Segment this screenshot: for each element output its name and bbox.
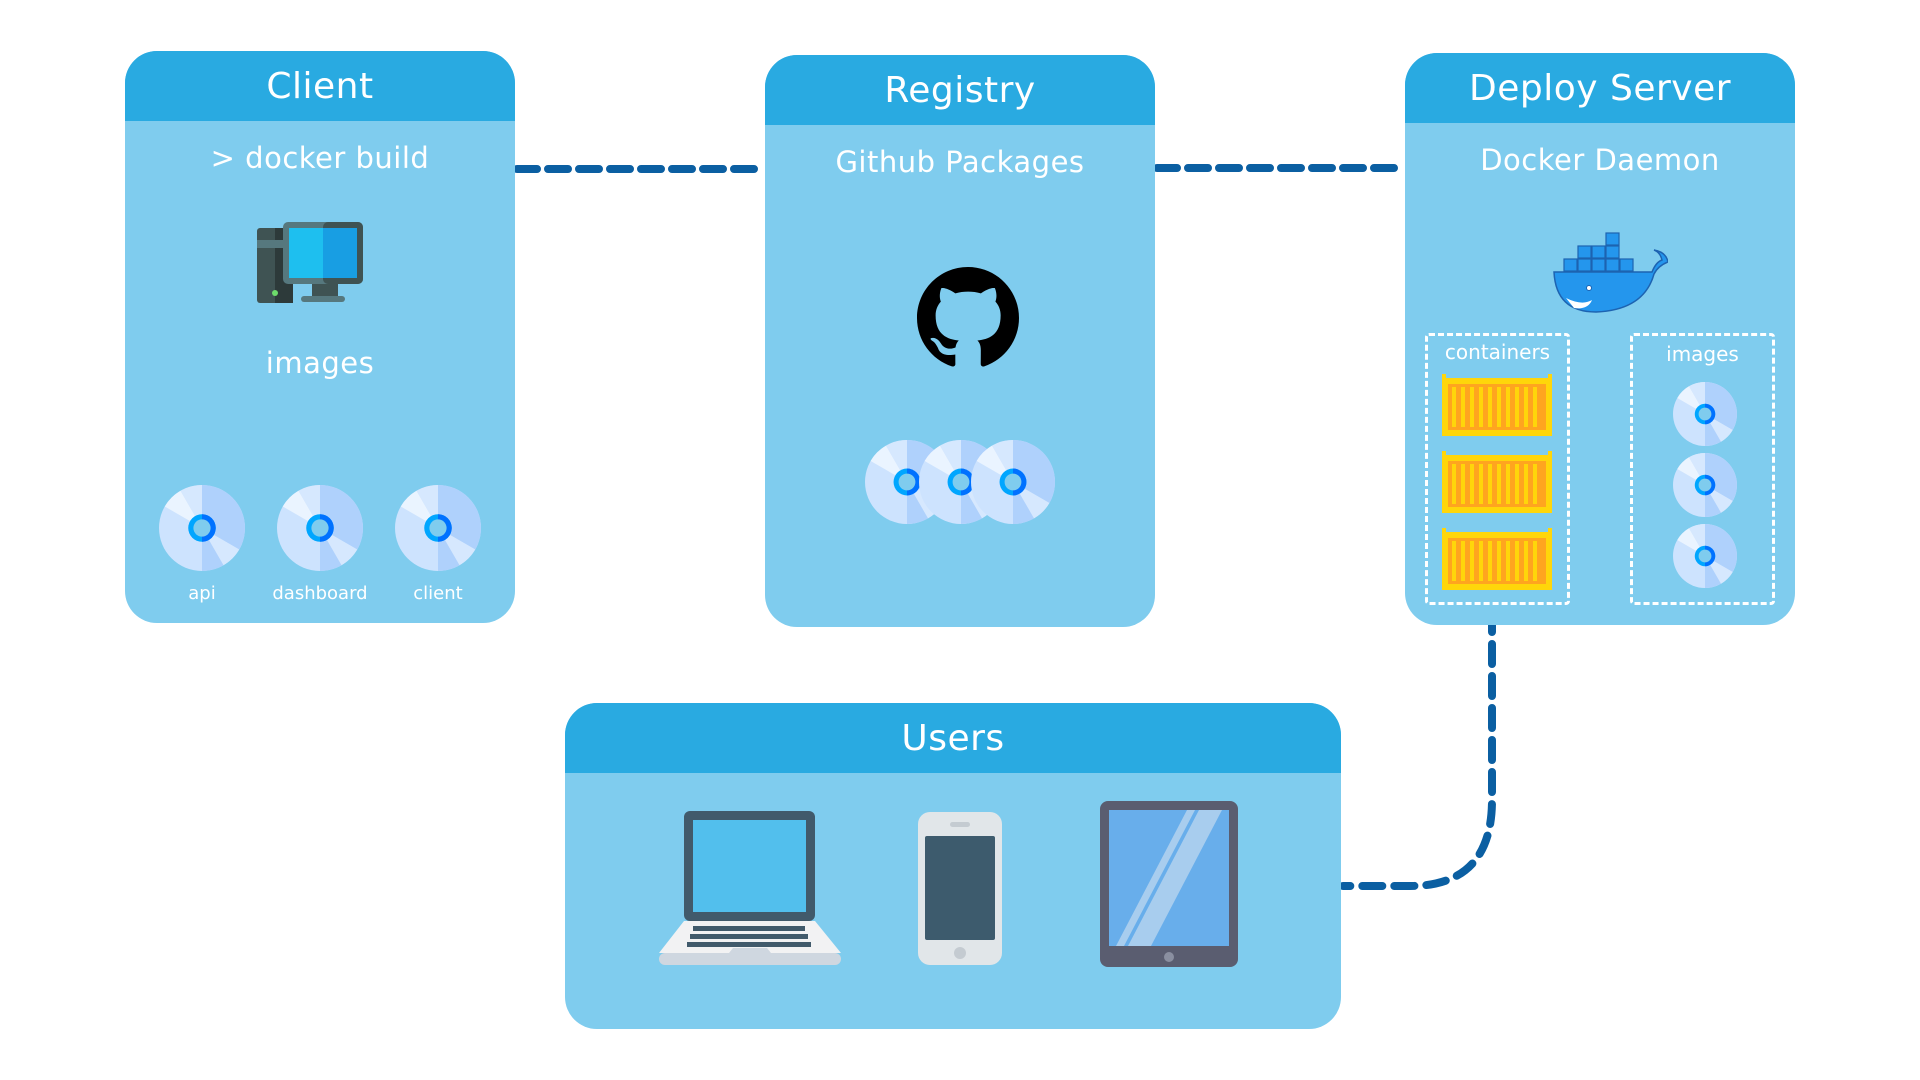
deploy-server-panel: Deploy Server Docker Daemon containers i…: [1405, 53, 1795, 625]
disc-icon: [1673, 382, 1737, 446]
docker-whale-icon: [1553, 232, 1668, 313]
image-label-api: api: [188, 583, 216, 604]
deploy-server-title: Deploy Server: [1405, 53, 1795, 123]
server-images-label: images: [1666, 342, 1739, 366]
disc-icon: [395, 485, 481, 571]
docker-daemon-label: Docker Daemon: [1480, 143, 1720, 177]
image-label-client: client: [413, 583, 463, 604]
smartphone-icon: [918, 812, 1002, 965]
laptop-icon: [659, 811, 841, 965]
client-images-label: images: [265, 346, 375, 380]
containers-label: containers: [1444, 340, 1551, 364]
users-panel: Users: [565, 703, 1341, 1029]
registry-panel: Registry Github Packages: [765, 55, 1155, 627]
containers-group: containers: [1425, 333, 1570, 605]
tablet-icon: [1100, 801, 1238, 967]
client-panel: Client > docker build images api dashboa…: [125, 51, 515, 623]
disc-icon: [159, 485, 245, 571]
disc-icon: [971, 440, 1055, 524]
image-label-dashboard: dashboard: [272, 583, 368, 604]
client-title: Client: [125, 51, 515, 121]
desktop-computer-icon: [257, 222, 363, 303]
registry-title: Registry: [765, 55, 1155, 125]
disc-icon: [1673, 524, 1737, 588]
connector-deploy-users: [1339, 608, 1496, 890]
shipping-container-icon: [1441, 451, 1553, 513]
users-title: Users: [565, 703, 1341, 773]
disc-icon: [277, 485, 363, 571]
server-images-group: images: [1630, 333, 1775, 605]
github-icon: [917, 267, 1019, 367]
docker-build-command: > docker build: [210, 141, 430, 175]
disc-icon: [1673, 453, 1737, 517]
registry-subtitle: Github Packages: [835, 145, 1085, 179]
shipping-container-icon: [1441, 374, 1553, 436]
shipping-container-icon: [1441, 528, 1553, 590]
